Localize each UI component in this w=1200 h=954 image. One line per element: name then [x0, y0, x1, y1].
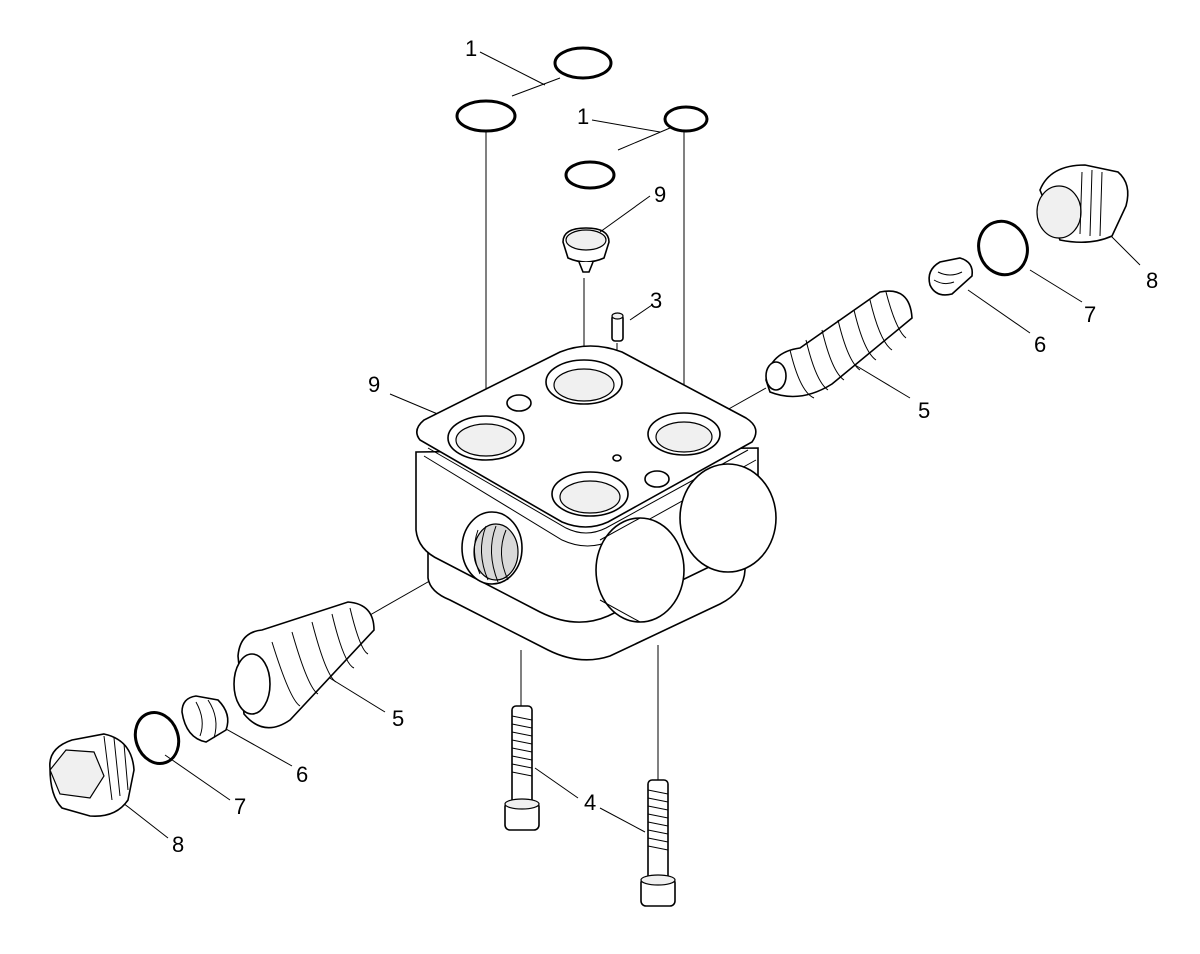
callout-7l: 7 — [234, 794, 246, 819]
callout-9a: 9 — [654, 182, 666, 207]
small-spring-left — [181, 695, 229, 743]
callout-1a: 1 — [465, 36, 477, 61]
callout-7r: 7 — [1084, 302, 1096, 327]
callout-9b: 9 — [368, 372, 380, 397]
callout-4: 4 — [584, 790, 596, 815]
callout-3: 3 — [650, 288, 662, 313]
o-ring-large-top — [553, 46, 613, 80]
o-ring-small-top — [663, 105, 709, 133]
callout-1b: 1 — [577, 104, 589, 129]
o-ring-small-bottom — [564, 160, 616, 190]
callout-5r: 5 — [918, 398, 930, 423]
valve-seat-part — [562, 227, 610, 273]
bolt-right — [640, 779, 676, 907]
o-ring-right — [977, 219, 1029, 277]
plug-right — [1036, 164, 1129, 244]
o-ring-large-bottom — [455, 99, 517, 133]
pin-part — [611, 312, 624, 342]
valve-body — [415, 345, 777, 661]
bolt-left — [504, 705, 540, 831]
plug-left — [49, 733, 135, 817]
callout-5l: 5 — [392, 706, 404, 731]
spring-left — [233, 601, 375, 729]
o-ring-left — [133, 711, 181, 765]
callout-8l: 8 — [172, 832, 184, 857]
callout-labels: 1 1 9 3 9 8 7 6 5 5 6 7 8 4 — [172, 36, 1158, 857]
callout-6l: 6 — [296, 762, 308, 787]
callout-8r: 8 — [1146, 268, 1158, 293]
small-spring-right — [928, 257, 974, 296]
callout-6r: 6 — [1034, 332, 1046, 357]
spring-right — [765, 290, 913, 399]
